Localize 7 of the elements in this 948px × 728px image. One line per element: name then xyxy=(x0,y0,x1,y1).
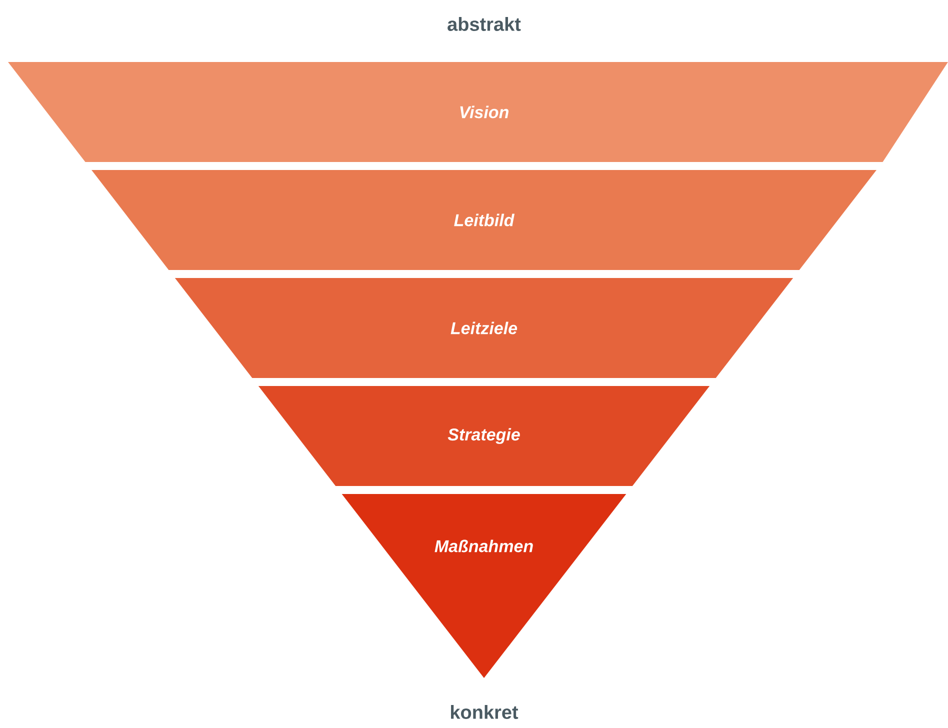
funnel-band: Maßnahmen xyxy=(342,494,626,678)
funnel-band: Strategie xyxy=(258,386,710,486)
funnel-band: Vision xyxy=(8,62,948,162)
funnel-band: Leitziele xyxy=(174,278,794,378)
funnel-band: Leitbild xyxy=(92,170,876,270)
axis-label: abstrakt xyxy=(448,17,521,31)
axis-label: konkret xyxy=(451,705,518,719)
